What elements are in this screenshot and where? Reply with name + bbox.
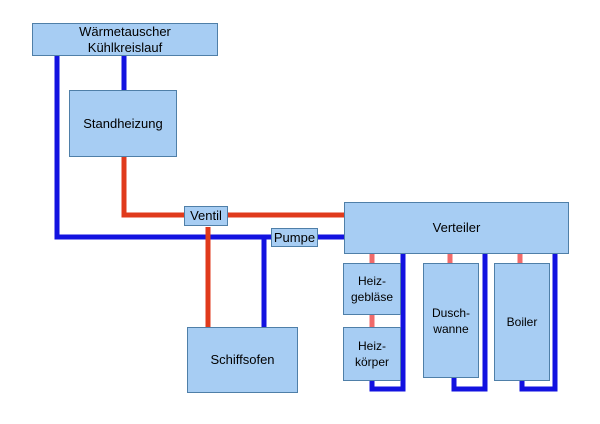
cold-pipe-heizkoerper-return <box>369 253 406 392</box>
hot-pipe-standheizung <box>121 155 345 218</box>
node-duschwanne: Dusch- wanne <box>423 263 479 378</box>
node-heizkoerper: Heiz- körper <box>343 327 401 381</box>
cold-pipe-boiler-return <box>519 253 558 392</box>
cold-pipe-heat-exchanger-loop <box>54 55 345 240</box>
node-boiler: Boiler <box>494 263 550 381</box>
node-heizgeblaese: Heiz- gebläse <box>343 263 401 315</box>
node-standheizung: Standheizung <box>69 90 177 157</box>
node-ventil: Ventil <box>184 206 228 226</box>
node-schiffsofen: Schiffsofen <box>187 327 298 393</box>
node-verteiler: Verteiler <box>344 202 569 254</box>
cold-pipe-duschwanne-return <box>451 253 488 392</box>
node-waermetauscher: Wärmetauscher Kühlkreislauf <box>32 23 218 56</box>
node-pumpe: Pumpe <box>271 228 318 247</box>
